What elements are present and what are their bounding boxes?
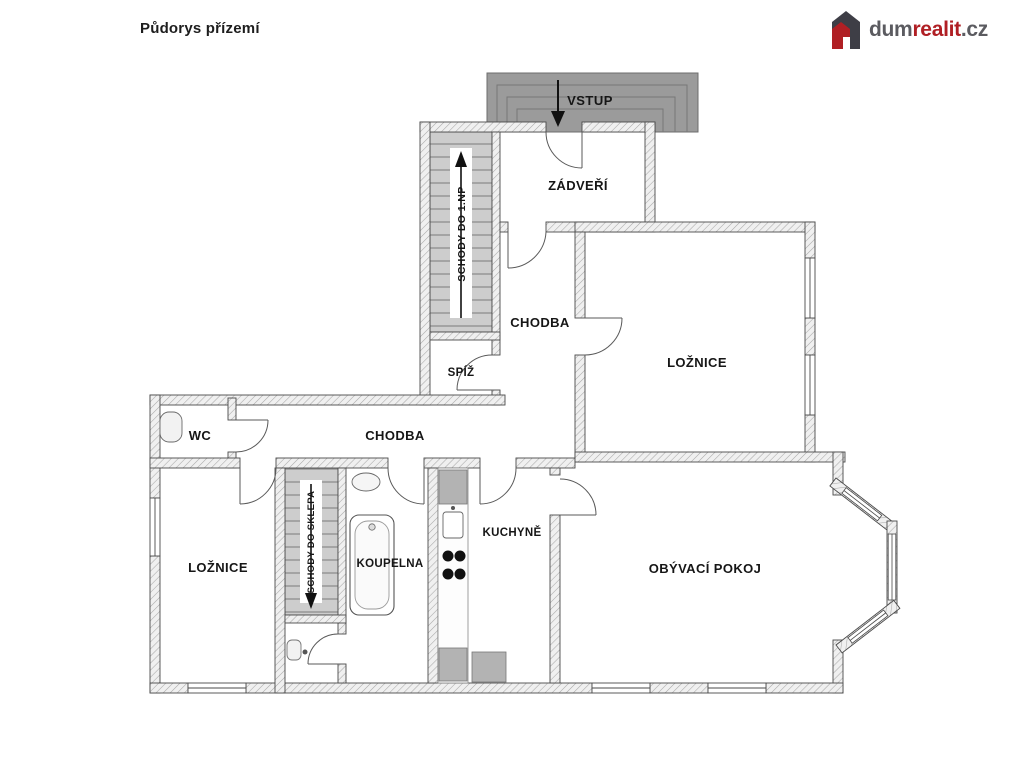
label-wc: WC xyxy=(189,428,212,443)
door-kitchen xyxy=(479,467,517,505)
door-basement-chamber xyxy=(307,633,339,665)
room-labels: VSTUP ZÁDVEŘÍ SCHODY DO 1.NP CHODBA SPÍŽ… xyxy=(188,93,761,593)
window-bedroom-lower-bottom xyxy=(187,682,247,694)
logo-text: dumrealit.cz xyxy=(869,18,988,42)
window-bedroom-upper-1 xyxy=(804,257,816,319)
boiler xyxy=(286,639,308,661)
logo-text-highlight: realit xyxy=(912,18,961,41)
page-title: Půdorys přízemí xyxy=(140,20,260,37)
window-living-bottom-2 xyxy=(707,682,767,694)
door-bedroom-lower xyxy=(239,467,277,505)
label-loznice-dolni: LOŽNICE xyxy=(188,560,248,575)
door-vestibule-hall xyxy=(507,231,547,269)
door-bedroom-upper xyxy=(584,317,623,356)
stairs-to-basement xyxy=(284,467,339,616)
window-living-bottom-1 xyxy=(591,682,651,694)
label-kuchyne: KUCHYNĚ xyxy=(483,526,542,539)
window-bedroom-upper-2 xyxy=(804,354,816,416)
logo-text-suffix: .cz xyxy=(960,18,988,41)
windows xyxy=(149,257,816,694)
entrance-arrow-icon xyxy=(551,80,565,127)
walls xyxy=(149,121,846,694)
label-chodba-horni: CHODBA xyxy=(510,315,570,330)
label-chodba-dolni: CHODBA xyxy=(365,428,425,443)
label-spiz: SPÍŽ xyxy=(448,366,475,379)
door-bathroom xyxy=(387,467,425,505)
wc-sink xyxy=(159,411,183,443)
label-vstup: VSTUP xyxy=(567,93,613,108)
label-obyvaci-pokoj: OBÝVACÍ POKOJ xyxy=(649,561,762,576)
label-schody-1np: SCHODY DO 1.NP xyxy=(456,186,468,281)
logo: dumrealit.cz xyxy=(830,10,988,50)
bathtub xyxy=(349,514,395,616)
doors xyxy=(235,131,623,665)
label-koupelna: KOUPELNA xyxy=(357,558,424,570)
label-loznice-horni: LOŽNICE xyxy=(667,355,727,370)
door-living-room xyxy=(559,478,597,516)
door-pantry xyxy=(456,354,493,391)
door-entrance xyxy=(545,131,583,169)
label-schody-sklep: SCHODY DO SKLEPA xyxy=(306,491,317,594)
door-wc xyxy=(235,419,269,453)
bay-window xyxy=(829,477,901,654)
logo-house-icon xyxy=(832,11,860,49)
label-zadveri: ZÁDVEŘÍ xyxy=(548,178,608,193)
logo-text-prefix: dum xyxy=(869,18,913,41)
bathroom-sink xyxy=(351,472,381,492)
fixtures xyxy=(159,411,507,684)
window-bedroom-lower-left xyxy=(149,497,161,557)
kitchen-counter xyxy=(437,467,507,684)
